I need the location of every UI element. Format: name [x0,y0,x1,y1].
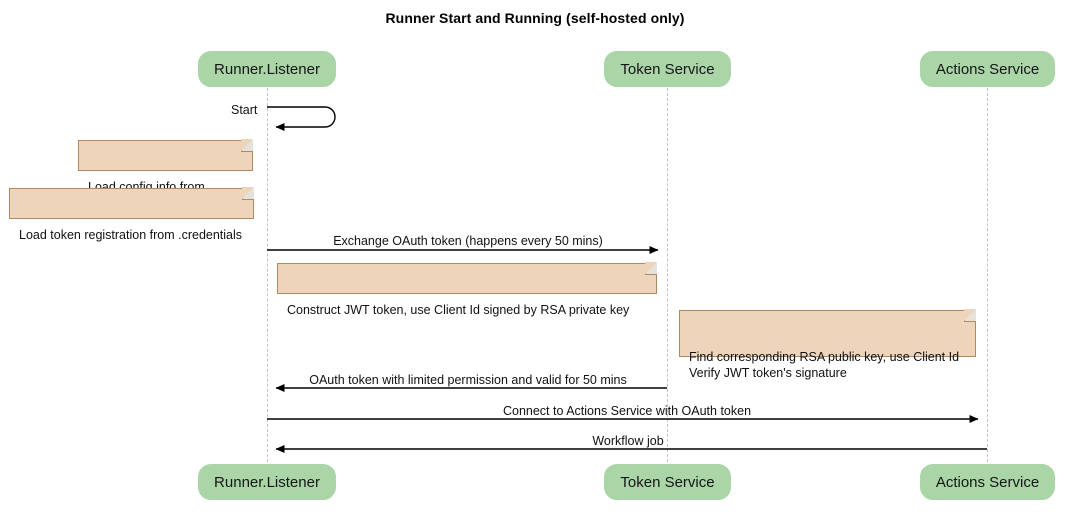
message-label-exchange-oauth: Exchange OAuth token (happens every 50 m… [333,234,603,248]
note-verify-jwt: Find corresponding RSA public key, use C… [679,309,976,380]
message-label-connect-actions: Connect to Actions Service with OAuth to… [502,404,752,418]
note-fold-icon [964,309,976,322]
note-load-token-registration: Load token registration from .credential… [9,187,254,242]
note-fold-icon [242,187,254,200]
page-title: Runner Start and Running (self-hosted on… [385,10,685,26]
participant-runner-bottom[interactable]: Runner.Listener [198,464,336,500]
note-load-config: Load config info from .runner [78,139,253,210]
participant-label: Token Service [620,60,715,78]
lifeline-actions [987,88,988,462]
participant-label: Actions Service [935,473,1040,491]
message-label-oauth-token-return: OAuth token with limited permission and … [309,373,627,387]
note-construct-jwt: Construct JWT token, use Client Id signe… [277,262,657,317]
note-fold-icon [645,262,657,275]
note-text: Construct JWT token, use Client Id signe… [287,303,630,317]
lifeline-runner [267,88,268,462]
message-label-start: Start [231,103,258,117]
participant-runner-top[interactable]: Runner.Listener [198,51,336,87]
arrow-start-self-loop [267,106,336,131]
note-fold-icon [241,139,253,152]
participant-label: Actions Service [935,60,1040,78]
participant-actions-top[interactable]: Actions Service [920,51,1055,87]
participant-token-top[interactable]: Token Service [604,51,731,87]
message-label-workflow-job: Workflow job [592,434,664,448]
note-text: Find corresponding RSA public key, use C… [689,350,960,380]
note-text: Load token registration from .credential… [19,228,243,242]
participant-actions-bottom[interactable]: Actions Service [920,464,1055,500]
participant-label: Runner.Listener [214,60,320,78]
participant-label: Runner.Listener [214,473,320,491]
participant-label: Token Service [620,473,715,491]
lifeline-token [667,88,668,462]
participant-token-bottom[interactable]: Token Service [604,464,731,500]
